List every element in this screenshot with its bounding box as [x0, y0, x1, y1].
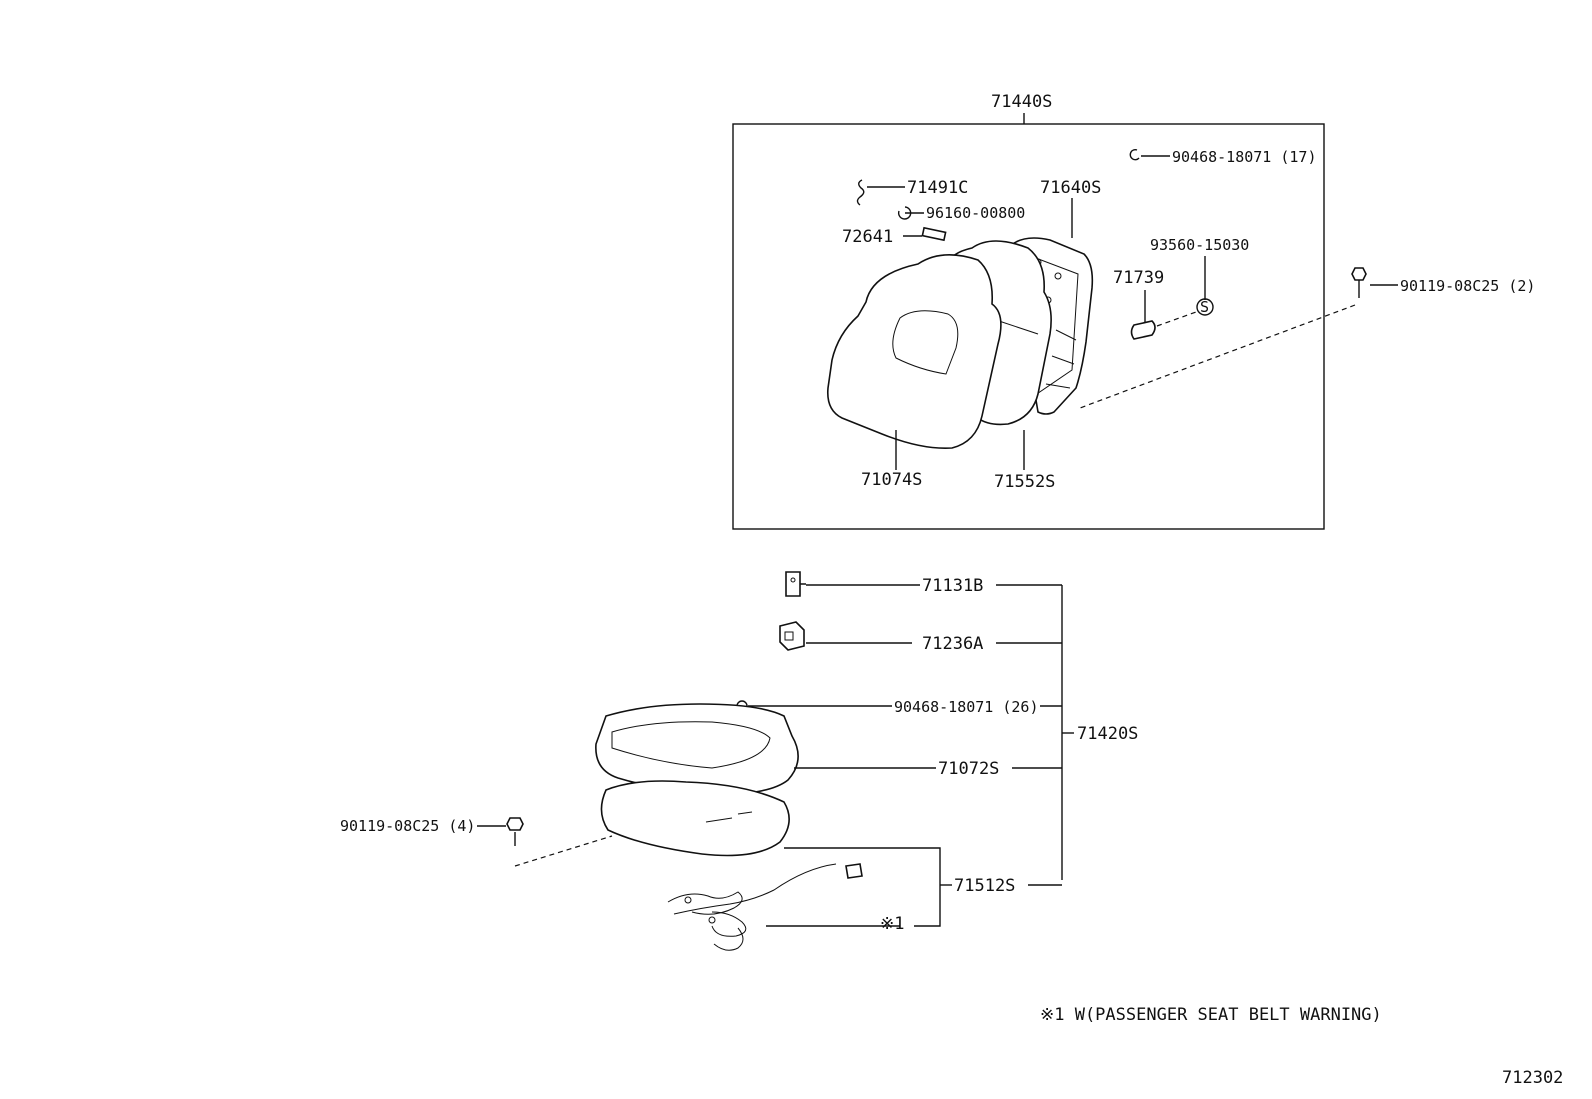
ring-clip-upper: 90468-18071 (17)	[1129, 148, 1317, 166]
label-90468-18071-17: 90468-18071 (17)	[1172, 148, 1317, 166]
bolt-upper: 90119-08C25 (2)	[1079, 267, 1535, 409]
diagram-id: 712302	[1502, 1068, 1563, 1088]
label-71236A: 71236A	[922, 634, 983, 654]
label-71491C: 71491C	[907, 178, 968, 198]
label-71440S: 71440S	[991, 92, 1052, 112]
bracket-71236A-icon	[779, 621, 805, 651]
label-71640S: 71640S	[1040, 178, 1101, 198]
seat-back-assembly-group: 71440S 90468-18071 (17) 71491C 71640S 96…	[732, 92, 1535, 530]
seat-cushion-assembly-group: 71131B 71236A 90468-18071 (26) 71420S	[340, 571, 1138, 951]
label-71420S: 71420S	[1077, 724, 1138, 744]
label-71131B: 71131B	[922, 576, 983, 596]
part-71739: 71739	[1113, 268, 1197, 340]
label-90468-18071-26: 90468-18071 (26)	[894, 698, 1039, 716]
bolt-lower-icon	[506, 817, 524, 831]
ring-clip-lower: 90468-18071 (26)	[736, 698, 1062, 716]
clip-71131B-icon	[785, 571, 806, 597]
label-72641: 72641	[842, 227, 893, 247]
seat-cushion-pad-71512S	[600, 780, 790, 857]
label-96160-00800: 96160-00800	[926, 204, 1025, 222]
bracket-71512S	[784, 847, 941, 927]
bolt-icon	[1351, 267, 1367, 281]
label-90119-08C25-4: 90119-08C25 (4)	[340, 817, 475, 835]
seat-back-cover-71074S	[826, 254, 1002, 450]
label-note-ref: ※1	[880, 914, 904, 934]
label-71072S: 71072S	[938, 759, 999, 779]
label-93560-15030: 93560-15030	[1150, 236, 1249, 254]
label-71074S: 71074S	[861, 470, 922, 490]
pin-72641: 72641	[842, 226, 947, 247]
clip-96160: 96160-00800	[897, 204, 1025, 222]
label-71739: 71739	[1113, 268, 1164, 288]
label-71512S: 71512S	[954, 876, 1015, 896]
part-71236A: 71236A	[779, 621, 1062, 654]
bolt-lower: 90119-08C25 (4)	[340, 817, 613, 867]
part-93560-15030: 93560-15030 S	[1150, 236, 1249, 316]
part-71131B: 71131B	[785, 571, 1062, 597]
seat-belt-warning-harness: ※1	[667, 863, 904, 951]
spring-hook-71491C: 71491C	[856, 178, 968, 206]
s-marker-label: S	[1200, 298, 1209, 316]
seat-back-assembly-box	[732, 123, 1325, 530]
seat-cushion-cover-71072S: 71072S	[595, 703, 1062, 796]
label-71552S: 71552S	[994, 472, 1055, 492]
footnote: ※1 W(PASSENGER SEAT BELT WARNING)	[1040, 1005, 1382, 1025]
label-90119-08C25-2: 90119-08C25 (2)	[1400, 277, 1535, 295]
s-marker-icon	[1196, 298, 1214, 316]
connector-icon	[845, 863, 863, 879]
